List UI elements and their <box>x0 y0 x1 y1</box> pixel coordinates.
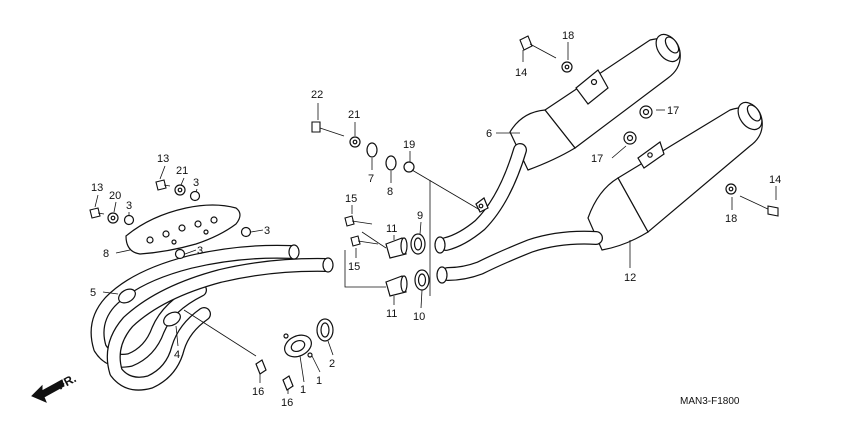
callout-18-upper: 18 <box>562 30 574 42</box>
callout-2: 2 <box>329 358 335 370</box>
callout-9: 9 <box>417 210 423 222</box>
callout-10: 10 <box>413 311 425 323</box>
callout-labels: 14 18 6 17 17 14 18 12 22 21 7 8 19 15 1… <box>90 30 781 409</box>
callout-21-mid: 21 <box>176 165 188 177</box>
callout-3-b: 3 <box>193 177 199 189</box>
callout-22: 22 <box>311 89 323 101</box>
muffler-lower <box>436 101 763 284</box>
callout-14-upper: 14 <box>515 67 527 79</box>
callout-3-c: 3 <box>264 225 270 237</box>
callout-12: 12 <box>624 272 636 284</box>
exhaust-header-pipes <box>90 244 334 391</box>
callout-8-a: 7 <box>368 173 374 185</box>
callout-16-a: 16 <box>252 386 264 398</box>
callout-18-right: 18 <box>725 213 737 225</box>
callout-1-b: 1 <box>316 375 322 387</box>
callout-20: 21 <box>348 109 360 121</box>
callout-7: 8 <box>103 248 109 260</box>
callout-5: 4 <box>174 349 180 361</box>
callout-3-a: 3 <box>126 200 132 212</box>
callout-13-mid: 13 <box>157 153 169 165</box>
callout-15-lower: 15 <box>348 261 360 273</box>
callout-17-upper: 17 <box>667 105 679 117</box>
callout-3-d: 3 <box>197 245 203 257</box>
callout-13-left: 13 <box>91 182 103 194</box>
callout-11-upper: 11 <box>386 223 397 235</box>
callout-16-b: 16 <box>281 397 293 409</box>
hardware <box>89 35 779 391</box>
callout-8-b: 8 <box>387 186 393 198</box>
callout-14-right: 14 <box>769 174 781 186</box>
callout-6: 5 <box>90 287 96 299</box>
diagram-code: MAN3-F1800 <box>680 396 740 407</box>
callout-1-a: 1 <box>300 384 306 396</box>
callout-21-left: 20 <box>109 190 121 202</box>
callout-15-upper: 15 <box>345 193 357 205</box>
callout-11-lower: 11 <box>386 308 397 320</box>
callout-17-lower: 17 <box>591 153 603 165</box>
heat-guard <box>125 204 241 255</box>
leader-lines <box>94 42 777 394</box>
front-direction-arrow: FR. <box>31 371 78 403</box>
callout-4: 6 <box>486 128 492 140</box>
callout-19: 19 <box>403 139 415 151</box>
muffler-upper <box>434 33 681 254</box>
